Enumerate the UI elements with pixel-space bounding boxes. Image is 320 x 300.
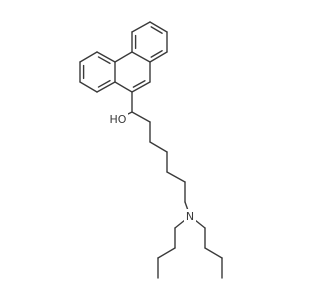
- bond-ring-right-5: [149, 51, 168, 63]
- bond-ring-mid-1: [114, 51, 133, 63]
- hydroxyl-group: HO: [108, 112, 128, 126]
- hydroxyl-label-background: [108, 112, 128, 126]
- bond-ring-right-3: [149, 21, 168, 33]
- bond-ring-left-5-inner: [97, 56, 111, 65]
- bond-ring-mid-3: [131, 81, 151, 93]
- bond-ring-left-3-inner: [97, 79, 111, 88]
- amine-label-background: [184, 209, 196, 223]
- bond-chain-6: [166, 171, 186, 183]
- bond-ring-left-6: [79, 51, 98, 63]
- structure-canvas: HO N: [79, 21, 223, 279]
- bond-butyl-right-3: [204, 247, 223, 259]
- bond-ring-left-3: [96, 81, 116, 93]
- amine-label: N: [186, 210, 194, 223]
- molecule-structure: HO N: [79, 21, 223, 279]
- bond-ring-mid-4: [114, 81, 133, 93]
- bond-chain-4: [149, 141, 168, 153]
- bond-ring-right-3-inner: [150, 26, 163, 34]
- bond-ring-left-5: [96, 51, 116, 63]
- bond-ring-right-2: [131, 21, 151, 33]
- bond-layer: [79, 21, 223, 279]
- bond-ring-right-5-inner: [150, 50, 163, 58]
- amine-group: N: [184, 209, 196, 223]
- hydroxyl-label: HO: [110, 113, 127, 126]
- bond-chain-2: [131, 111, 151, 123]
- bond-butyl-left-3: [157, 247, 176, 259]
- atom-label-layer: HO N: [108, 112, 196, 223]
- bond-ring-left-2: [79, 81, 98, 93]
- bond-ring-right-6: [131, 51, 151, 63]
- bond-ring-mid-3-inner: [132, 80, 146, 88]
